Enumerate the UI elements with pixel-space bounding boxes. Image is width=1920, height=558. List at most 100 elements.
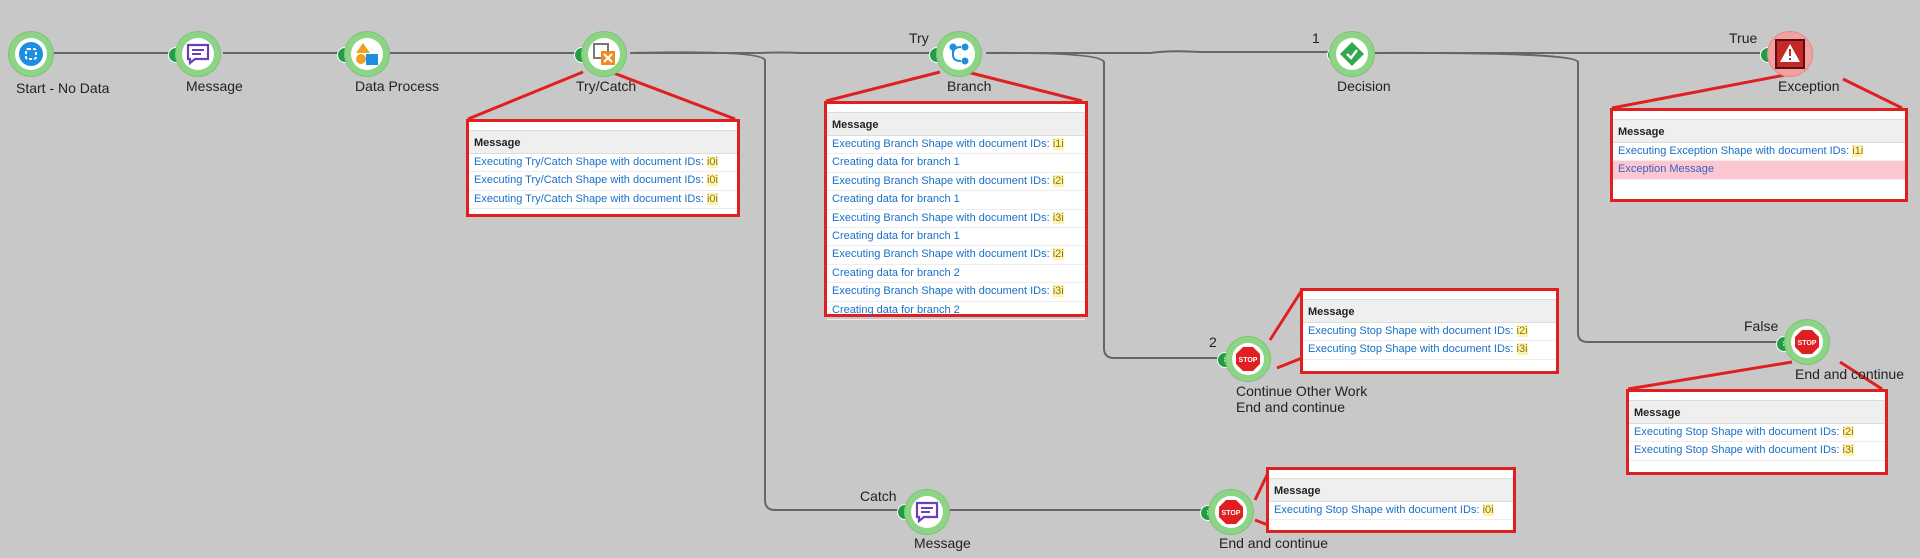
stop-icon: STOP [1215,496,1247,528]
stop-false-label: End and continue [1795,366,1904,382]
message-row[interactable]: Executing Stop Shape with document IDs: … [1303,341,1556,360]
try-catch-shape[interactable] [582,32,626,76]
try-catch-label: Try/Catch [576,78,637,94]
stop-continue-other-label: Continue Other Work End and continue [1236,383,1367,415]
document-id[interactable]: i0i [706,192,718,205]
message-row[interactable]: Executing Stop Shape with document IDs: … [1629,424,1885,443]
data-process-shape[interactable] [345,32,389,76]
start-shape[interactable] [9,32,53,76]
message-row[interactable]: Creating data for branch 1 [827,191,1085,210]
document-id[interactable]: i2i [1516,325,1528,337]
try-catch-icon [588,38,620,70]
document-id[interactable]: i0i [1482,504,1494,516]
message-row[interactable]: Creating data for branch 1 [827,228,1085,247]
message-text: Executing Branch Shape with document IDs… [832,174,1053,187]
stop-continue-other-shape[interactable]: STOP [1226,337,1270,381]
stop-icon: STOP [1791,326,1823,358]
message-text: Executing Stop Shape with document IDs: [1308,325,1517,337]
stop-sign-text: STOP [1222,510,1241,517]
message-row[interactable]: Creating data for branch 2 [827,302,1085,320]
message-column-header: Message [827,112,1085,136]
document-id[interactable]: i2i [1052,248,1064,261]
message-text: Executing Branch Shape with document IDs… [832,285,1053,298]
message-column-header: Message [1303,299,1556,323]
exception-icon [1774,38,1806,70]
document-id[interactable]: i2i [1052,174,1064,187]
document-id[interactable]: i1i [1852,145,1864,157]
connector-decision-false [1369,51,1780,343]
message-text: Creating data for branch 1 [832,229,960,242]
connector-branch-decision [986,50,1330,54]
message-row[interactable]: Executing Branch Shape with document IDs… [827,210,1085,228]
start-icon [15,38,47,70]
message-row[interactable]: Exception Message [1613,161,1905,180]
message-row[interactable]: Executing Stop Shape with document IDs: … [1303,323,1556,342]
message-text: Executing Exception Shape with document … [1618,145,1853,157]
stop-false-shape[interactable]: STOP [1785,320,1829,364]
message-text: Executing Branch Shape with document IDs… [832,248,1053,261]
document-id[interactable]: i0i [706,174,718,187]
message-row[interactable]: Executing Try/Catch Shape with document … [469,154,737,173]
catch-path-label: Catch [860,488,897,504]
message-row[interactable]: Creating data for branch 2 [827,265,1085,284]
branch-label: Branch [947,78,992,94]
document-id[interactable]: i3i [1052,285,1064,298]
decision-shape[interactable] [1330,32,1374,76]
message-text: Executing Branch Shape with document IDs… [832,211,1053,224]
branch-icon [943,38,975,70]
branch-path-label: Try [909,30,929,46]
message-row[interactable]: Creating data for branch 1 [827,154,1085,173]
document-id[interactable]: i3i [1516,343,1528,356]
message-text: Executing Branch Shape with document IDs… [832,138,1053,150]
stop-catch-label: End and continue [1219,535,1328,551]
message-text: Executing Stop Shape with document IDs: [1634,426,1843,438]
message-row[interactable]: Executing Try/Catch Shape with document … [469,191,737,210]
message-row[interactable]: Executing Try/Catch Shape with document … [469,172,737,191]
callout-trycatch [467,70,736,121]
stop-sign-text: STOP [1239,357,1258,364]
data-process-label: Data Process [355,78,440,94]
message-catch-shape[interactable] [905,490,949,534]
message-row[interactable]: Executing Stop Shape with document IDs: … [1629,442,1885,461]
message-row[interactable]: Executing Branch Shape with document IDs… [827,246,1085,265]
document-id[interactable]: i2i [1842,426,1854,438]
callout-exception [1611,72,1903,110]
document-id[interactable]: i0i [706,156,718,168]
data-process-icon [351,38,383,70]
message-text: Creating data for branch 1 [832,156,960,169]
message-text: Executing Try/Catch Shape with document … [474,174,707,187]
message-row[interactable]: Executing Branch Shape with document IDs… [827,173,1085,192]
stop-catch-shape[interactable]: STOP [1209,490,1253,534]
message-row[interactable]: Executing Exception Shape with document … [1613,143,1905,162]
document-id[interactable]: i3i [1842,444,1854,457]
stop-continue-other-label-line2: End and continue [1236,399,1345,415]
message-row[interactable]: Executing Branch Shape with document IDs… [827,283,1085,302]
callout-stop-continue-other [1268,289,1304,370]
document-id[interactable]: i3i [1052,211,1064,224]
branch-shape[interactable] [937,32,981,76]
decision-label: Decision [1337,78,1391,94]
message-text: Executing Try/Catch Shape with document … [474,192,707,205]
exception-shape[interactable] [1768,32,1812,76]
callout-stop-false [1627,360,1883,391]
exception-label: Exception [1778,78,1840,94]
message-shape[interactable] [176,32,220,76]
document-id[interactable]: i1i [1052,138,1064,150]
decision-path-label: 1 [1312,30,1320,46]
callout-stop-catch [1253,472,1270,527]
message-text: Creating data for branch 2 [832,303,960,316]
connector-branch-path2 [985,51,1220,359]
message-catch-label: Message [914,535,971,551]
connector-trycatch-catch [629,51,900,511]
stop-icon: STOP [1232,343,1264,375]
connector-trycatch-branch [630,51,934,54]
message-row[interactable]: Executing Stop Shape with document IDs: … [1269,502,1513,521]
decision-icon [1336,38,1368,70]
message-row[interactable]: Executing Branch Shape with document IDs… [827,136,1085,155]
